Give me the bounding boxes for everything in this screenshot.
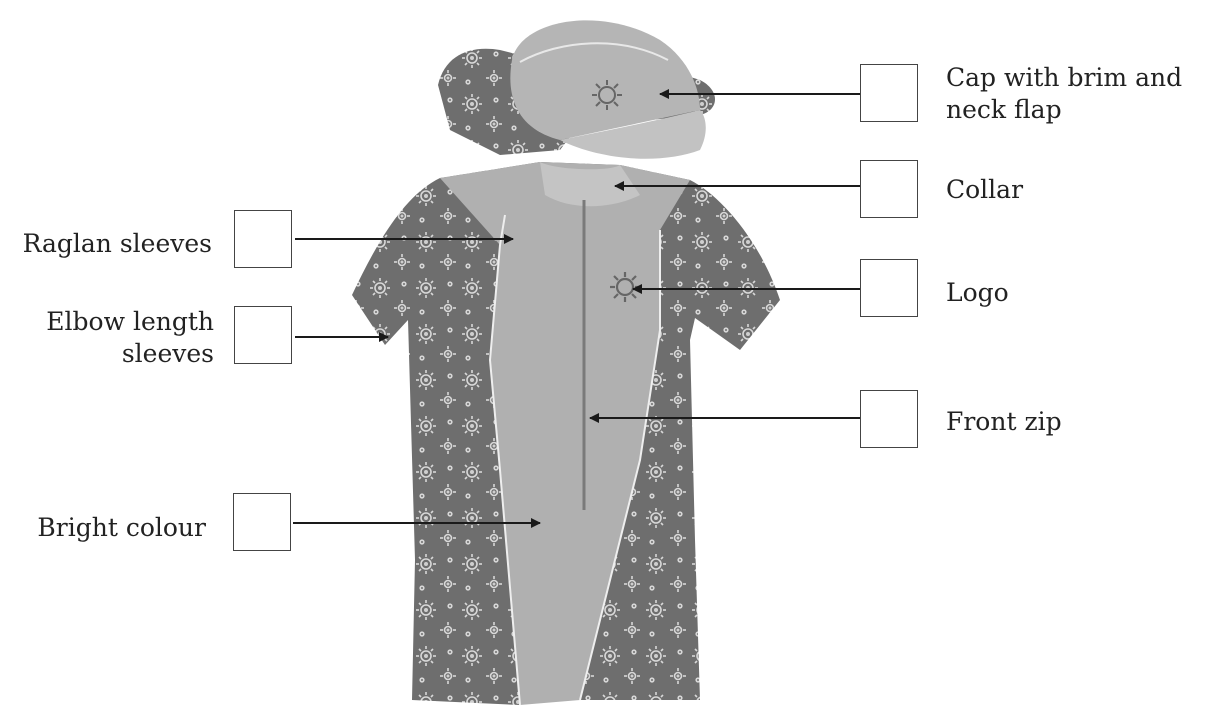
answer-box-collar[interactable] xyxy=(860,160,918,218)
answer-box-logo[interactable] xyxy=(860,259,918,317)
label-bright: Bright colour xyxy=(0,512,206,544)
answer-box-bright[interactable] xyxy=(233,493,291,551)
answer-box-cap[interactable] xyxy=(860,64,918,122)
answer-box-front-zip[interactable] xyxy=(860,390,918,448)
label-collar: Collar xyxy=(946,174,1023,206)
swimsuit xyxy=(352,162,780,705)
cap xyxy=(438,20,715,158)
label-logo: Logo xyxy=(946,277,1009,309)
answer-box-elbow[interactable] xyxy=(234,306,292,364)
label-front-zip: Front zip xyxy=(946,406,1062,438)
answer-box-raglan[interactable] xyxy=(234,210,292,268)
label-elbow: Elbow length sleeves xyxy=(0,306,214,370)
label-raglan: Raglan sleeves xyxy=(0,228,212,260)
label-cap: Cap with brim and neck flap xyxy=(946,62,1182,126)
